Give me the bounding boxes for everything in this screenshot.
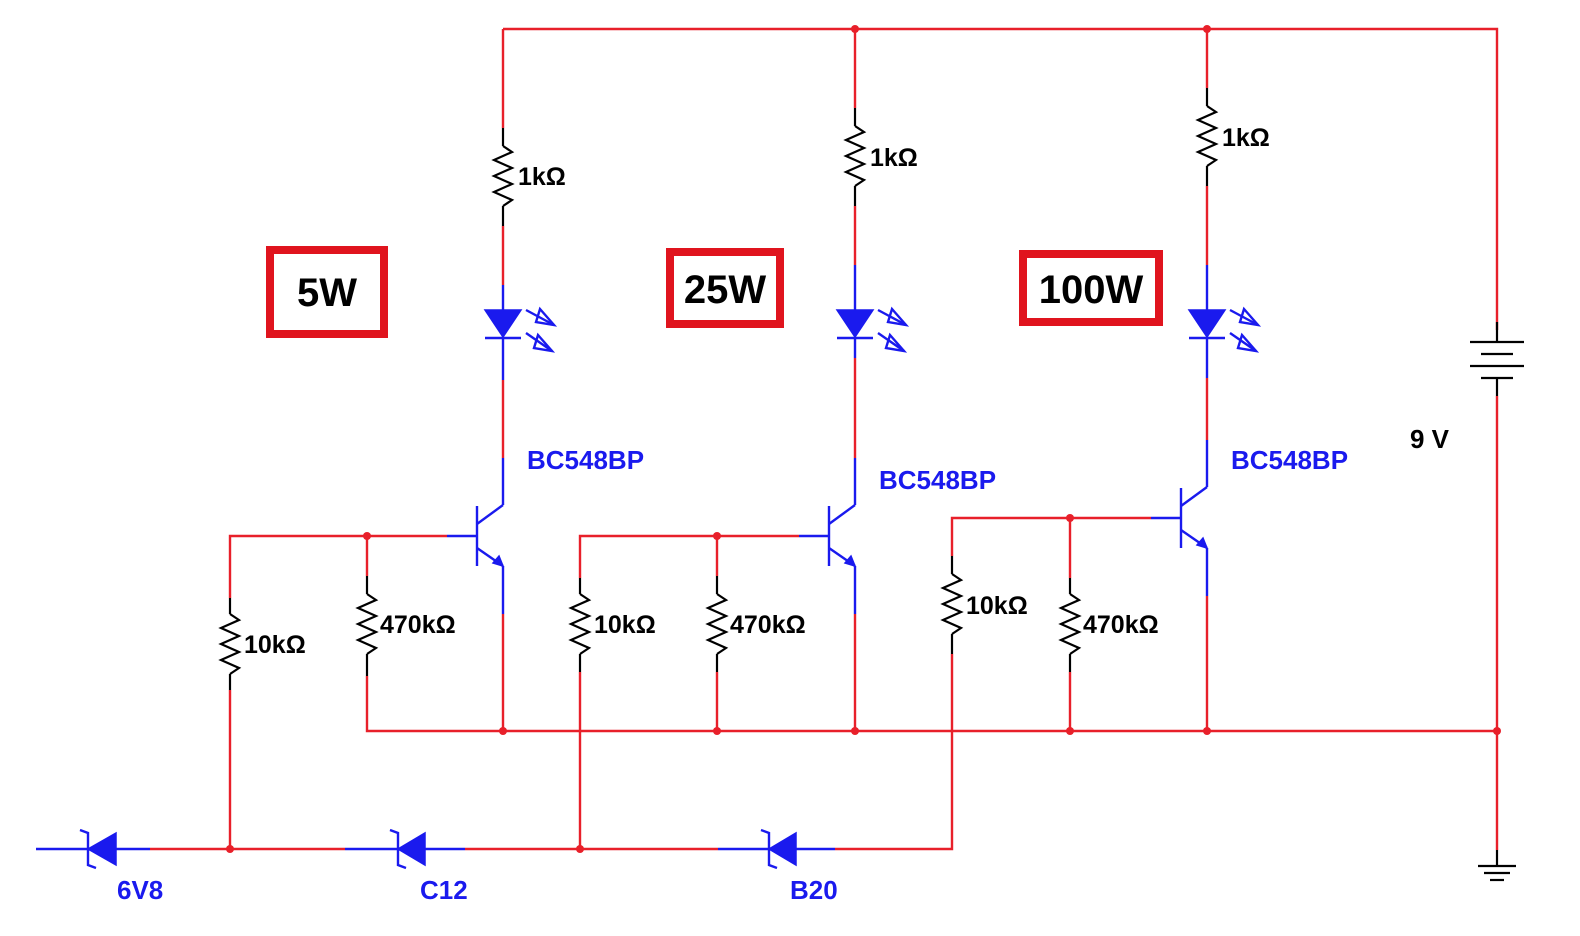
battery-symbol xyxy=(1470,322,1524,396)
stage-2-pulldown-resistor xyxy=(705,576,729,672)
ground-symbol xyxy=(1478,850,1516,882)
wattage-box-1: 5W xyxy=(266,246,388,338)
zener-diode-2 xyxy=(389,828,426,870)
stage-2-led-resistor xyxy=(843,108,867,206)
wattage-label-3: 100W xyxy=(1039,268,1144,312)
top-rail xyxy=(501,25,1499,330)
battery-label: 9 V xyxy=(1410,424,1450,454)
stage-2-base-resistor xyxy=(568,578,592,672)
stage-1-led-resistor-label: 1kΩ xyxy=(518,163,566,191)
stage-3-led xyxy=(1187,265,1262,378)
stage-2-led-resistor-label: 1kΩ xyxy=(870,144,918,172)
stage-1-base-resistor-label: 10kΩ xyxy=(244,631,306,659)
wattage-box-2: 25W xyxy=(666,248,784,328)
stage-2-led xyxy=(835,265,910,358)
stage-1-led xyxy=(483,285,558,380)
wattage-label-2: 25W xyxy=(684,268,766,312)
zener-2-label: C12 xyxy=(420,875,468,905)
stage-3-base-resistor-label: 10kΩ xyxy=(966,592,1028,620)
stage-3-transistor xyxy=(1151,440,1209,596)
zener-chain-wires xyxy=(36,654,954,853)
stage-2-transistor-label: BC548BP xyxy=(879,465,996,495)
stage-3-led-resistor xyxy=(1195,88,1219,186)
stage-2-base-resistor-label: 10kΩ xyxy=(594,611,656,639)
zener-1-label: 6V8 xyxy=(117,875,163,905)
stage-1-transistor-label: BC548BP xyxy=(527,445,644,475)
stage-3-transistor-label: BC548BP xyxy=(1231,445,1348,475)
stage-1-transistor xyxy=(447,458,505,614)
stage-1-pulldown-resistor xyxy=(355,576,379,676)
stage-1-pulldown-resistor-label: 470kΩ xyxy=(380,611,456,639)
stage-3-pulldown-resistor xyxy=(1058,578,1082,672)
stage-1-base-resistor xyxy=(218,598,242,690)
stage-3-base-resistor xyxy=(940,556,964,654)
ground-rail xyxy=(365,676,1501,735)
wattage-label-1: 5W xyxy=(297,271,357,315)
wattage-box-3: 100W xyxy=(1019,250,1163,326)
stage-2-transistor xyxy=(799,458,857,614)
stage-3-pulldown-resistor-label: 470kΩ xyxy=(1083,611,1159,639)
stage-1-led-resistor xyxy=(491,128,515,226)
stage-3-led-resistor-label: 1kΩ xyxy=(1222,124,1270,152)
zener-3-label: B20 xyxy=(790,875,838,905)
stage-2-pulldown-resistor-label: 470kΩ xyxy=(730,611,806,639)
zener-diode-3 xyxy=(760,828,797,870)
zener-diode-1 xyxy=(79,828,117,870)
